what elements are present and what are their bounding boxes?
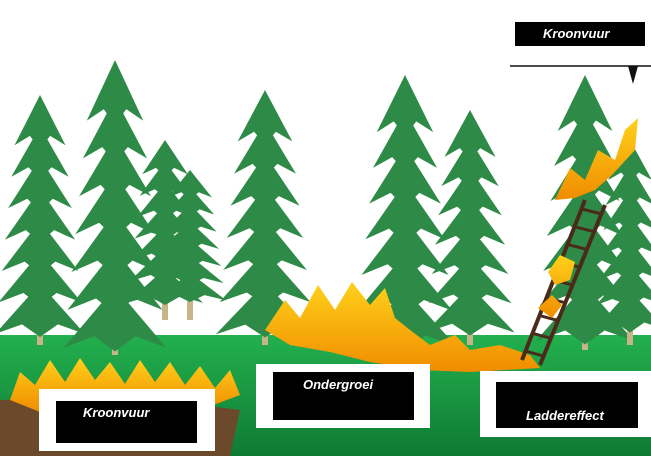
callout-pointer: [628, 66, 638, 84]
pine-tree: [425, 110, 515, 345]
label-undergrowth: Ondergroei: [273, 372, 414, 420]
ladder-rung: [540, 316, 559, 321]
label-crown-fire-top: Kroonvuur: [515, 22, 645, 46]
label-ladder-effect: Laddereffect: [496, 382, 638, 428]
label-box-center: Ondergroei: [256, 364, 430, 428]
label-crown-fire-bottom-text: Kroonvuur: [83, 405, 149, 420]
label-ladder-effect-text: Laddereffect: [526, 408, 604, 423]
pine-tree: [216, 90, 314, 345]
label-undergrowth-text: Ondergroei: [303, 377, 373, 392]
label-box-bottom-left: Kroonvuur: [39, 389, 215, 451]
label-box-bottom-right: Laddereffect: [480, 371, 651, 437]
label-crown-fire-top-text: Kroonvuur: [543, 26, 609, 41]
label-crown-fire-bottom: Kroonvuur: [56, 401, 197, 443]
label-box-top: Kroonvuur: [508, 12, 651, 64]
